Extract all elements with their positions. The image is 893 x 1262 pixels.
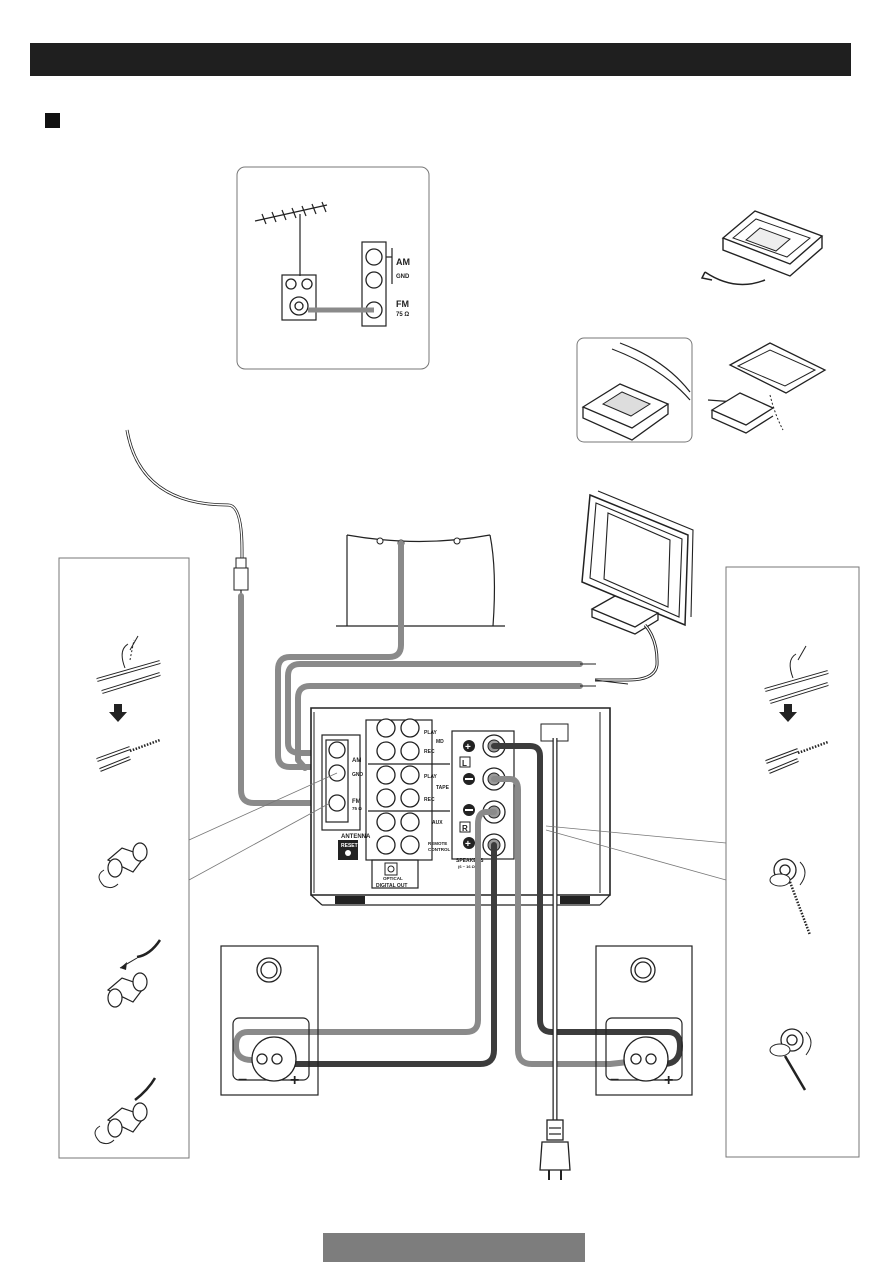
panel-optical-label: OPTICAL bbox=[383, 876, 403, 881]
inset-fm-ohm-label: 75 Ω bbox=[396, 312, 409, 318]
right-speaker: − + bbox=[595, 945, 693, 1096]
antenna-adapter-icon bbox=[281, 274, 317, 321]
section-bullet-square bbox=[45, 113, 60, 128]
inset-fm-label: FM bbox=[396, 299, 409, 309]
panel-rec-label-2: REC bbox=[424, 797, 435, 803]
right-speaker-plus: + bbox=[664, 1072, 673, 1089]
down-arrow-icon bbox=[109, 704, 127, 722]
panel-reset-label: RESET bbox=[341, 843, 358, 849]
panel-am-label: AM bbox=[352, 758, 361, 764]
svg-text:+: + bbox=[465, 839, 471, 850]
outdoor-antenna-icon bbox=[254, 201, 328, 276]
header-bar bbox=[30, 43, 851, 76]
left-plus-cable bbox=[491, 743, 683, 1067]
left-speaker-plus: + bbox=[290, 1072, 299, 1089]
panel-aux-label: AUX bbox=[432, 820, 443, 826]
power-plug-icon bbox=[539, 1119, 571, 1180]
footer-bar bbox=[323, 1233, 585, 1262]
right-minus-cable bbox=[233, 809, 497, 1063]
am-stand-inset bbox=[576, 337, 827, 443]
am-loop-assembly-icon bbox=[700, 210, 824, 286]
twisted-wire-icon bbox=[96, 738, 161, 772]
panel-tape-label: TAPE bbox=[436, 785, 450, 791]
down-arrow-icon-right bbox=[779, 704, 797, 722]
terminal-post-icon-1 bbox=[769, 858, 812, 936]
panel-speakers-ohm-label: (6 ~ 16 Ω) bbox=[458, 864, 477, 869]
panel-rec-label-1: REC bbox=[424, 749, 435, 755]
left-speaker: − + bbox=[220, 945, 319, 1096]
terminal-knob-icon-1 bbox=[98, 842, 148, 889]
panel-control-label: CONTROL bbox=[428, 847, 450, 852]
panel-play-label-1: PLAY bbox=[424, 730, 438, 736]
left-minus-cable bbox=[491, 776, 631, 1067]
am-loop-antenna-icon bbox=[581, 490, 694, 685]
fm-antenna-inset: AM GND FM 75 Ω bbox=[236, 166, 430, 370]
left-speaker-minus: − bbox=[238, 1072, 247, 1089]
inset-am-label: AM bbox=[396, 257, 410, 267]
panel-gnd-label: GND bbox=[352, 772, 364, 778]
panel-right-letter: R bbox=[462, 824, 468, 833]
svg-text:+: + bbox=[465, 742, 471, 753]
panel-fm-label: FM bbox=[352, 799, 361, 805]
inset-gnd-label: GND bbox=[396, 274, 410, 280]
terminal-tighten-icon bbox=[94, 1077, 157, 1145]
panel-speakers-label: SPEAKERS bbox=[456, 858, 484, 864]
panel-md-label: MD bbox=[436, 739, 444, 745]
panel-left-letter: L bbox=[462, 759, 467, 768]
right-speaker-minus: − bbox=[610, 1072, 619, 1089]
gnd-cable bbox=[295, 683, 583, 771]
rca-jack-grid: PLAY MD REC PLAY TAPE REC AUX REMOTE CON… bbox=[365, 718, 450, 861]
panel-fm-ohm-label: 75 Ω bbox=[352, 806, 362, 811]
twisted-wire-icon-right bbox=[765, 740, 829, 774]
wire-strip-icon bbox=[96, 635, 161, 694]
panel-antenna-label: ANTENNA bbox=[341, 834, 371, 840]
indoor-fm-antenna bbox=[275, 534, 505, 770]
terminal-post-icon-2 bbox=[769, 1028, 812, 1091]
main-unit-back-panel: AM GND FM 75 Ω ANTENNA RESET PLAY MD REC… bbox=[310, 707, 611, 906]
right-plus-cable bbox=[289, 842, 497, 1067]
panel-digital-out-label: DIGITAL OUT bbox=[376, 883, 407, 889]
fm-wire-antenna bbox=[125, 429, 333, 806]
right-instruction-panel bbox=[545, 566, 860, 1158]
left-instruction-panel bbox=[58, 557, 338, 1159]
panel-play-label-2: PLAY bbox=[424, 774, 438, 780]
panel-remote-label: REMOTE bbox=[428, 841, 447, 846]
wire-strip-icon-right bbox=[764, 645, 829, 704]
terminal-insert-icon bbox=[106, 939, 162, 1008]
